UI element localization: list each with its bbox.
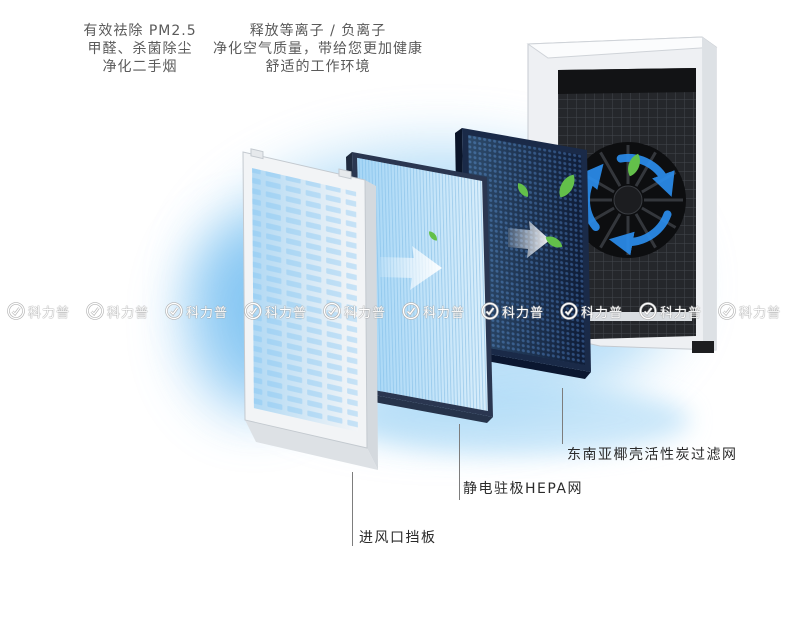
- fan-icon: [570, 142, 686, 258]
- arrow-right-icon: [508, 221, 550, 258]
- watermark: 科力普: [718, 301, 781, 321]
- check-circle-icon: [560, 302, 578, 320]
- watermark: 科力普: [7, 301, 86, 321]
- watermark: 科力普: [244, 301, 323, 321]
- watermark: 科力普: [402, 301, 481, 321]
- leaf-icon: [429, 231, 437, 241]
- watermark: 科力普: [560, 301, 639, 321]
- grille-tab-left: [250, 148, 264, 160]
- callout-label-inlet-grille: 进风口挡板: [359, 530, 437, 546]
- watermark: 科力普: [86, 301, 165, 321]
- grille-side-edge: [365, 180, 378, 470]
- purifier-foot: [692, 341, 714, 353]
- watermark-text: 科力普: [344, 305, 387, 321]
- watermark: 科力普: [323, 301, 402, 321]
- check-circle-icon: [86, 302, 104, 320]
- hepa-filter-bottom-edge: [352, 392, 493, 423]
- check-circle-icon: [244, 302, 262, 320]
- feature-line: 净化二手烟: [102, 59, 178, 75]
- inlet-grille-panel: [242, 148, 378, 470]
- callout-lines: [352, 388, 563, 546]
- check-circle-icon: [718, 302, 736, 320]
- leaf-icon: [517, 183, 529, 197]
- watermark-row: 科力普 科力普 科力普 科力普 科力普 科力普 科力普 科力普: [7, 301, 781, 321]
- arrow-right-icon: [380, 246, 442, 290]
- watermark-text: 科力普: [660, 305, 703, 321]
- feature-line: 释放等离子 / 负离子: [249, 23, 387, 39]
- leaf-icons: [429, 153, 640, 248]
- purifier-side-panel: [702, 37, 716, 350]
- watermark-text: 科力普: [28, 305, 71, 321]
- check-circle-icon: [402, 302, 420, 320]
- watermark-text: 科力普: [107, 305, 150, 321]
- grille-tab-right: [338, 168, 352, 180]
- feature-line: 甲醛、杀菌除尘: [87, 41, 193, 57]
- feature-list-filtration: 有效祛除 PM2.5 甲醛、杀菌除尘 净化二手烟: [60, 22, 220, 76]
- watermark-text: 科力普: [502, 305, 545, 321]
- grille-bottom-edge: [245, 420, 378, 470]
- watermark-text: 科力普: [581, 305, 624, 321]
- purifier-inner-top-band: [558, 68, 696, 94]
- feature-line: 有效祛除 PM2.5: [83, 23, 197, 39]
- watermark-text: 科力普: [265, 305, 308, 321]
- watermark-text: 科力普: [739, 305, 782, 321]
- leaf-icon: [628, 153, 640, 177]
- check-circle-icon: [323, 302, 341, 320]
- feature-line: 舒适的工作环境: [265, 59, 371, 75]
- watermark-text: 科力普: [186, 305, 229, 321]
- callout-label-carbon-filter: 东南亚椰壳活性炭过滤网: [567, 447, 738, 463]
- hepa-filter: [346, 152, 494, 423]
- watermark: 科力普: [165, 301, 244, 321]
- feature-line: 净化空气质量，带给您更加健康: [213, 41, 423, 57]
- check-circle-icon: [165, 302, 183, 320]
- carbon-filter-bottom-edge: [459, 350, 591, 379]
- watermark-text: 科力普: [423, 305, 466, 321]
- feature-list-ions: 释放等离子 / 负离子 净化空气质量，带给您更加健康 舒适的工作环境: [203, 22, 433, 76]
- watermark: 科力普: [481, 301, 560, 321]
- leaf-icon: [559, 174, 575, 198]
- purifier-inner-bottom-bar: [580, 312, 692, 321]
- callout-label-hepa-filter: 静电驻极HEPA网: [463, 481, 583, 497]
- check-circle-icon: [7, 302, 25, 320]
- watermark: 科力普: [639, 301, 718, 321]
- check-circle-icon: [639, 302, 657, 320]
- leaf-icon: [545, 236, 563, 248]
- check-circle-icon: [481, 302, 499, 320]
